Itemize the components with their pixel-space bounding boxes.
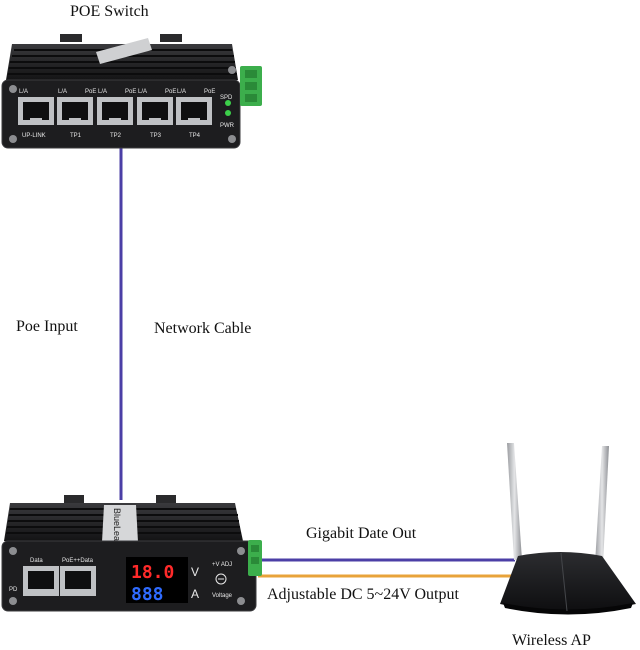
splitter-brand: BlueLeaVision (112, 508, 122, 565)
voltage-adjust-knob[interactable] (215, 573, 227, 585)
splitter-port-label: Data (30, 558, 43, 564)
switch-port-4[interactable] (137, 97, 173, 125)
switch-port-5[interactable] (176, 97, 212, 125)
switch-led-label: PoE (204, 89, 215, 95)
switch-led-label: PoE (165, 89, 176, 95)
switch-port-label: UP-LINK (22, 133, 46, 139)
splitter-pd-label: PD (9, 587, 18, 593)
switch-led-label: L/A (177, 89, 186, 95)
gigabit-out-label: Gigabit Date Out (306, 525, 417, 542)
switch-led-label: PoE (125, 89, 136, 95)
switch-port-2[interactable] (57, 97, 93, 125)
switch-led-label: L/A (19, 89, 28, 95)
switch-spd-label: SPD (220, 95, 233, 101)
network-cable-label: Network Cable (154, 320, 252, 337)
voltage-unit: V (191, 565, 199, 579)
poe-switch-label: POE Switch (70, 3, 149, 20)
splitter-port-label: PoE++Data (62, 558, 94, 564)
ap-antenna-left (507, 443, 522, 560)
switch-port-3[interactable] (97, 97, 133, 125)
adj-label: +V ADJ (212, 562, 232, 568)
poe-input-label: Poe Input (16, 318, 78, 335)
switch-port-label: TP1 (70, 133, 82, 139)
switch-led-label: L/A (58, 89, 67, 95)
switch-port-label: TP4 (189, 133, 201, 139)
dc-output-label: Adjustable DC 5~24V Output (267, 586, 459, 603)
switch-pwr-label: PWR (220, 123, 235, 129)
voltage-readout: 18.0 (131, 562, 174, 583)
splitter-port-data[interactable] (23, 566, 59, 596)
switch-port-label: TP2 (110, 133, 122, 139)
current-readout: 888 (131, 584, 164, 605)
switch-port-label: TP3 (150, 133, 162, 139)
switch-led-label: PoE (85, 89, 96, 95)
splitter-port-poe-data[interactable] (60, 566, 96, 596)
voltage-label: Voltage (212, 593, 233, 599)
switch-port-1[interactable] (18, 97, 54, 125)
switch-led-label: L/A (138, 89, 147, 95)
wireless-ap-label: Wireless AP (512, 632, 591, 649)
current-unit: A (191, 587, 199, 601)
ap-antenna-right (595, 446, 609, 564)
wireless-ap-device (500, 443, 636, 615)
switch-led-label: L/A (98, 89, 107, 95)
voltage-current-display: 18.0 888 (126, 557, 188, 605)
